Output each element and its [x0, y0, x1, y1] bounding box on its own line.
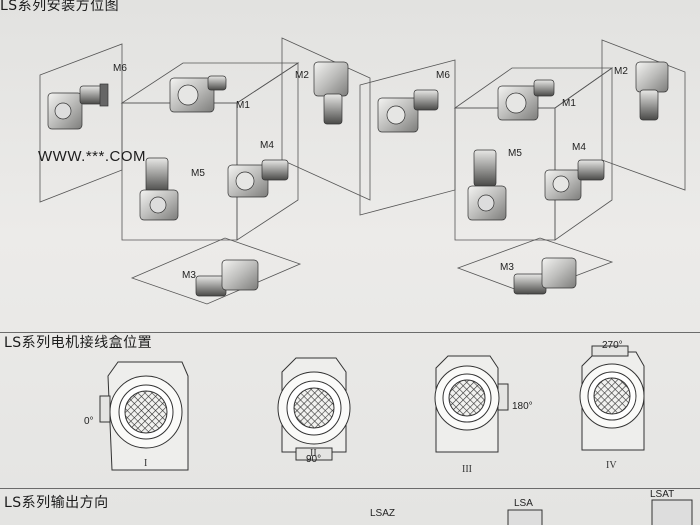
- label-m1-right: M1: [562, 98, 576, 109]
- section-title-output-direction: LS系列输出方向: [4, 495, 109, 511]
- gearbox-m5-left: [139, 157, 179, 221]
- label-m4-left: M4: [260, 140, 274, 151]
- view-ii: [277, 357, 351, 461]
- angle-270: 270°: [602, 340, 623, 351]
- gearbox-m3-left: [195, 259, 259, 297]
- gearbox-m2-left: [313, 61, 349, 125]
- label-lsat: LSAT: [650, 489, 675, 500]
- divider-2: [0, 332, 700, 333]
- cube-side-r: [554, 67, 613, 241]
- cube-side: [236, 62, 299, 241]
- roman-iii: III: [462, 464, 472, 475]
- cube-front: [121, 102, 238, 241]
- plane-m6-r: [359, 59, 456, 216]
- section-title-terminal-box: LS系列电机接线盒位置: [4, 335, 153, 351]
- label-m5-right: M5: [508, 148, 522, 159]
- label-m6-right: M6: [436, 70, 450, 81]
- roman-iv: IV: [606, 460, 617, 471]
- output-direction-parts: [507, 499, 693, 525]
- gearbox-m4-left: [227, 159, 289, 198]
- gearbox-m1-left: [169, 75, 227, 113]
- roman-ii: II: [310, 448, 317, 459]
- angle-180: 180°: [512, 401, 533, 412]
- label-m5-left: M5: [191, 168, 205, 179]
- label-m3-left: M3: [182, 270, 196, 281]
- plane-m3: [130, 237, 302, 305]
- cube-front-r: [454, 107, 556, 241]
- terminal-box-views: [99, 345, 645, 471]
- gearbox-m6-left: [47, 83, 109, 130]
- gearbox-m5-right: [467, 149, 507, 221]
- label-m2-right: M2: [614, 66, 628, 77]
- label-m2-left: M2: [295, 70, 309, 81]
- gearbox-m2-right: [635, 61, 669, 121]
- view-i: [99, 361, 189, 471]
- view-iv: [579, 345, 645, 451]
- view-iii: [434, 355, 509, 453]
- gearbox-m4-right: [544, 159, 605, 201]
- section-title-mounting: LS系列安装方位图: [0, 0, 120, 14]
- gear-units: [47, 61, 669, 297]
- label-lsaz: LSAZ: [370, 508, 396, 519]
- angle-0: 0°: [84, 416, 94, 427]
- angle-90: 90°: [306, 454, 322, 465]
- label-m4-right: M4: [572, 142, 586, 153]
- gearbox-m1-right: [497, 79, 555, 121]
- label-lsa: LSA: [514, 498, 533, 509]
- watermark-text: WWW.***.COM: [38, 148, 146, 165]
- label-m6-left: M6: [113, 63, 127, 74]
- label-m3-right: M3: [500, 262, 514, 273]
- divider-3: [0, 488, 700, 489]
- roman-i: I: [144, 458, 147, 469]
- label-m1-left: M1: [236, 100, 250, 111]
- gearbox-m6-right: [377, 89, 439, 133]
- plane-m3-r: [456, 237, 614, 295]
- gearbox-m3-right: [513, 257, 577, 295]
- plane-m2-r: [601, 39, 686, 191]
